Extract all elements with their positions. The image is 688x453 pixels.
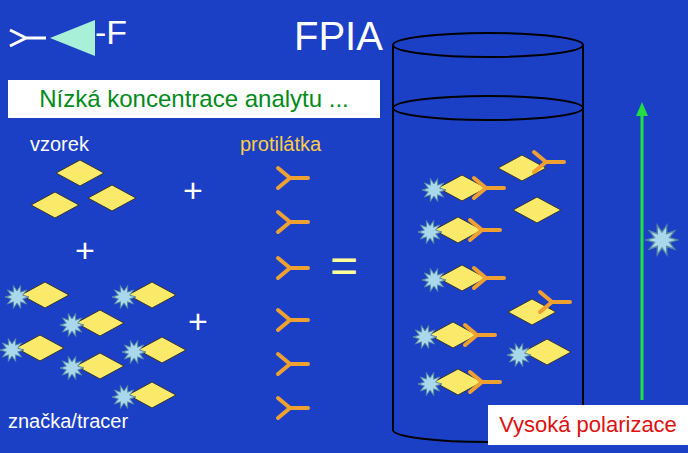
condition-box: Nízká koncentrace analytu ... [8,80,380,118]
sample-label: vzorek [30,133,89,155]
title: FPIA [294,14,383,58]
plus-sign: + [75,232,95,269]
plus-sign: + [183,172,203,209]
box-text: Nízká koncentrace analytu ... [39,85,349,113]
box-text: Vysoká polarizace [499,412,677,438]
antibody-icon [10,20,95,56]
result-box: Vysoká polarizace [488,405,688,445]
sample-analyte [31,160,136,218]
beaker [393,33,583,442]
beaker-contents [413,152,571,395]
antibodies [278,168,308,418]
antibody-label: protilátka [240,133,321,155]
plus-sign: + [188,303,208,340]
tracer-molecules [0,282,186,408]
polarization-arrow [636,102,678,400]
tracer-label: značka/tracer [8,410,128,432]
equals-sign: = [330,240,358,293]
label-f: -F [95,14,127,51]
